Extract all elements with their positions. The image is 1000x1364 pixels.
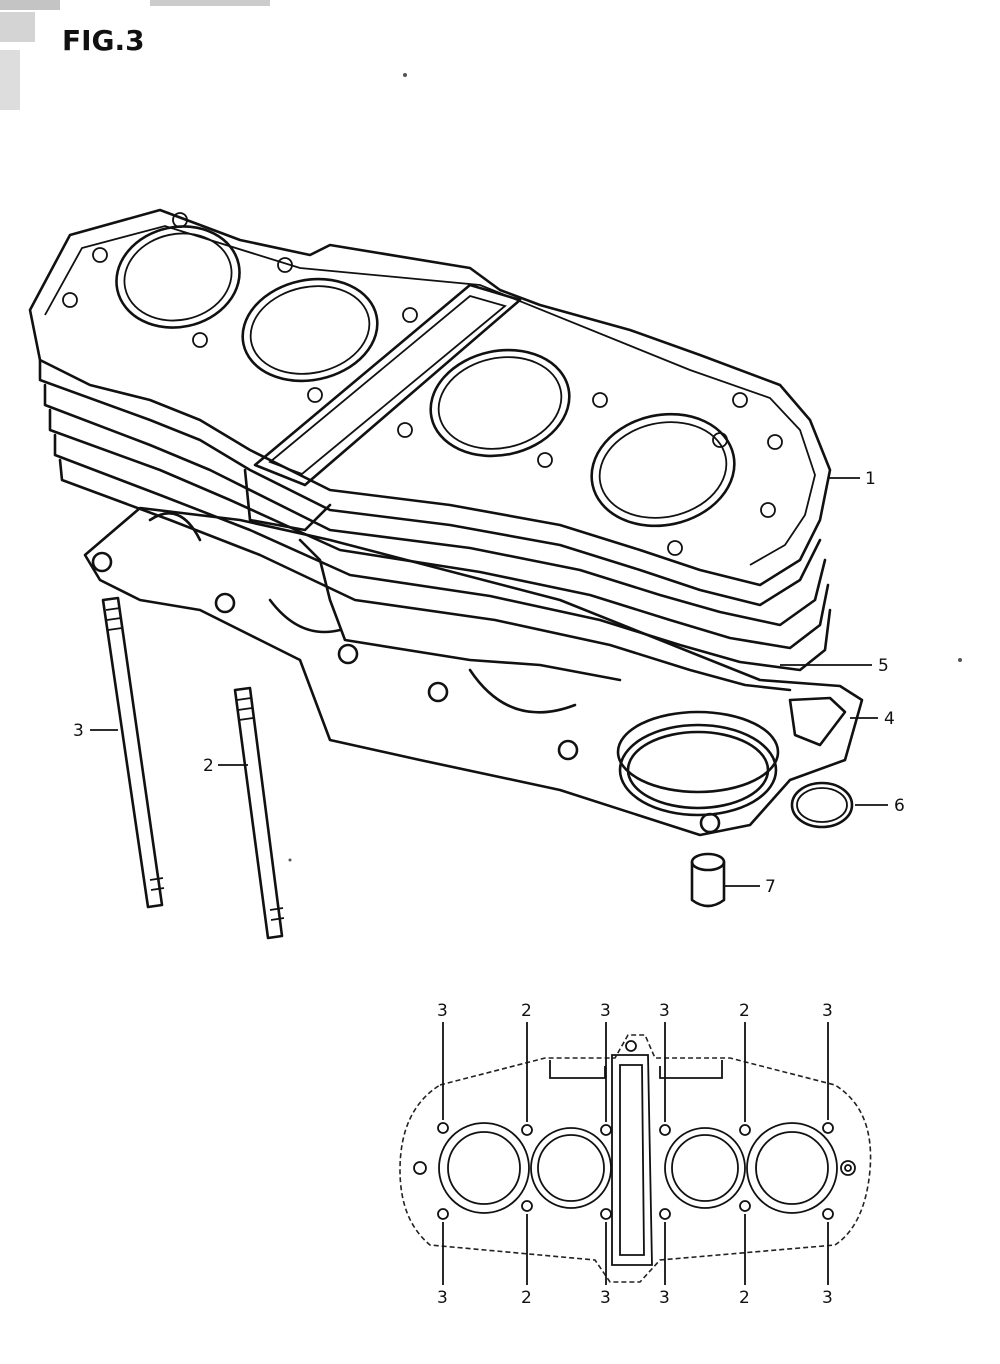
o-ring-small	[790, 781, 854, 829]
inset-bottom-label: 3	[600, 1288, 611, 1308]
inset-top-label: 3	[822, 1001, 833, 1021]
o-ring-large	[616, 710, 780, 817]
callout-leaders	[90, 477, 888, 887]
stud-short	[233, 686, 285, 940]
inset-bottom-label: 3	[437, 1288, 448, 1308]
callout-2: 2	[203, 756, 214, 776]
inset-bottom-label: 2	[739, 1288, 750, 1308]
callout-7: 7	[765, 877, 776, 897]
figure-title: FIG.3	[62, 24, 145, 57]
inset-stud-holes-top	[437, 1122, 834, 1136]
callout-4: 4	[884, 709, 895, 729]
inset-leaders-bottom	[442, 1214, 829, 1285]
base-gasket	[83, 506, 864, 837]
cylinder-block	[28, 208, 832, 692]
inset-leaders-top	[442, 1022, 829, 1122]
callout-1: 1	[865, 469, 876, 489]
callout-5: 5	[878, 656, 889, 676]
scan-noise	[0, 0, 962, 862]
inset-bottom-label: 3	[822, 1288, 833, 1308]
inset-top-label: 2	[521, 1001, 532, 1021]
stud-long	[101, 596, 165, 909]
inset-top-label: 2	[739, 1001, 750, 1021]
stud-layout-inset: 3 2 3 3 2 3 3 2 3 3 2 3	[399, 1001, 872, 1308]
inset-top-label: 3	[659, 1001, 670, 1021]
inset-top-label: 3	[437, 1001, 448, 1021]
inset-top-label: 3	[600, 1001, 611, 1021]
callout-3: 3	[73, 721, 84, 741]
inset-bottom-label: 2	[521, 1288, 532, 1308]
deck-stud-holes	[62, 212, 783, 556]
callout-6: 6	[894, 796, 905, 816]
inset-stud-holes-bottom	[437, 1200, 834, 1220]
dowel-pin	[690, 852, 726, 908]
inset-bottom-label: 3	[659, 1288, 670, 1308]
